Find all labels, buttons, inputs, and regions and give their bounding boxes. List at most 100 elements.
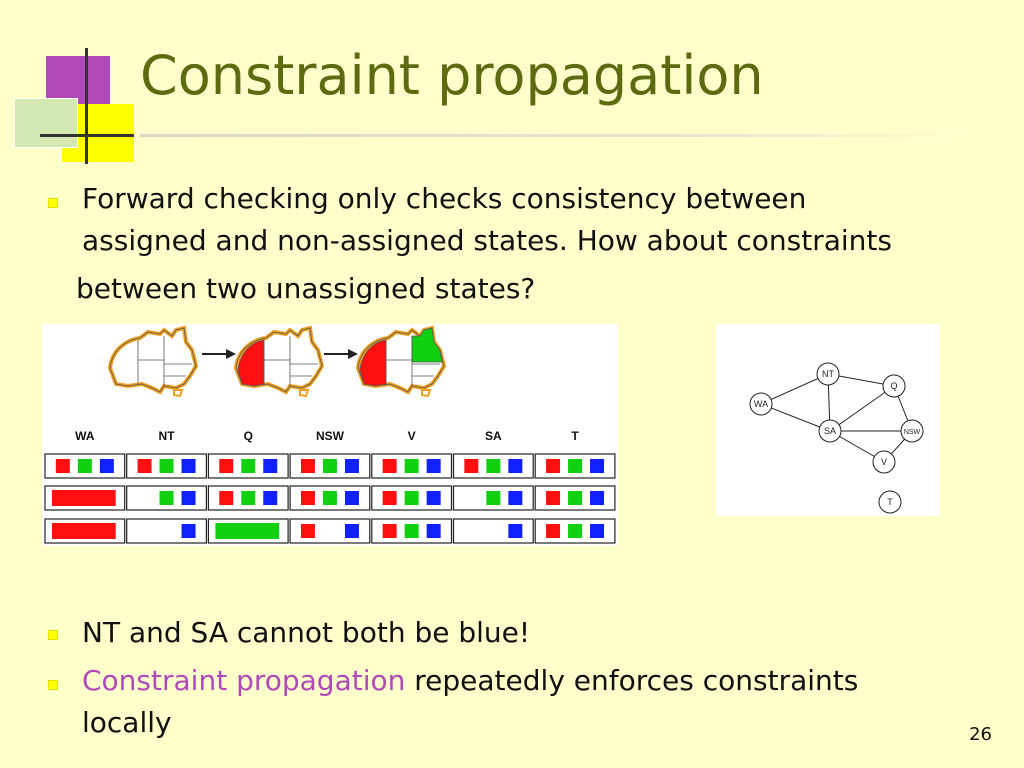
domain-value-square	[546, 524, 561, 538]
edge-wa-sa	[760, 403, 831, 432]
bullet-marker	[48, 198, 58, 208]
graph-node	[816, 362, 840, 386]
edge-q-sa	[829, 385, 895, 432]
domain-value-square	[344, 524, 359, 538]
domain-value-square	[181, 524, 196, 538]
column-header: V	[408, 429, 416, 443]
bullet-marker	[48, 680, 58, 690]
domain-value-square	[77, 459, 92, 473]
bullet-1-line-1: Forward checking only checks consistency…	[82, 182, 807, 215]
constraint-graph-figure: NT Q WA SA NSW V T	[716, 324, 940, 516]
domain-value-square	[55, 459, 70, 473]
column-header: SA	[485, 429, 502, 443]
bullet-1-line-3: between two unassigned states?	[76, 272, 536, 305]
graph-node-label: NSW	[904, 429, 921, 436]
domain-value-square	[263, 459, 278, 473]
domain-value-square	[344, 491, 359, 505]
domain-value-square	[404, 459, 419, 473]
arrowhead	[348, 349, 358, 359]
domain-table-svg: WA NT Q NSW V SA T	[44, 326, 616, 544]
domain-value-square	[568, 524, 583, 538]
australia-map	[356, 326, 446, 398]
domain-value-square	[426, 491, 441, 505]
australia-map	[234, 326, 324, 398]
domain-value-square	[464, 459, 479, 473]
domain-value-square	[219, 491, 234, 505]
domain-value-bar	[52, 523, 116, 539]
column-header: WA	[75, 429, 95, 443]
bullet-3-rest: repeatedly enforces constraints	[405, 664, 859, 697]
domain-value-square	[159, 459, 174, 473]
australia-map	[108, 326, 198, 398]
domain-value-square	[426, 524, 441, 538]
graph-node-label: SA	[824, 426, 836, 436]
deco-line-vertical	[85, 48, 88, 164]
domain-value-square	[181, 491, 196, 505]
bullet-2-text: NT and SA cannot both be blue!	[82, 616, 531, 649]
domain-value-square	[300, 459, 315, 473]
page-number: 26	[969, 724, 992, 745]
domain-value-square	[382, 459, 397, 473]
domain-value-square	[382, 491, 397, 505]
graph-node-label: T	[887, 497, 893, 507]
domain-value-square	[300, 524, 315, 538]
domain-value-square	[508, 524, 523, 538]
domain-value-bar	[215, 523, 280, 539]
domain-value-square	[590, 491, 605, 505]
domain-value-square	[181, 459, 196, 473]
deco-line-horizontal	[40, 134, 134, 137]
domain-value-square	[99, 459, 114, 473]
domain-value-square	[508, 491, 523, 505]
domain-value-square	[344, 459, 359, 473]
domain-value-square	[322, 459, 337, 473]
column-header: NT	[159, 429, 176, 443]
domain-value-square	[426, 459, 441, 473]
domain-value-square	[404, 524, 419, 538]
domain-value-square	[241, 459, 256, 473]
domain-value-square	[404, 491, 419, 505]
column-header: T	[571, 429, 579, 443]
domain-value-square	[382, 524, 397, 538]
deco-square-green	[14, 98, 78, 148]
edge-wa-nt	[760, 373, 829, 405]
domain-value-square	[546, 459, 561, 473]
domain-value-square	[486, 491, 501, 505]
arrowhead	[226, 349, 236, 359]
graph-node	[878, 490, 902, 514]
graph-node	[818, 419, 842, 443]
domain-value-square	[263, 491, 278, 505]
domain-value-square	[241, 491, 256, 505]
highlight-constraint-propagation: Constraint propagation	[82, 664, 406, 697]
domain-value-bar	[52, 490, 116, 506]
slide-title: Constraint propagation	[140, 44, 764, 107]
bullet-3-line-1: Constraint propagation repeatedly enforc…	[82, 660, 858, 702]
bullet-3-line-2: locally	[82, 706, 172, 739]
domain-value-square	[508, 459, 523, 473]
constraint-graph-svg: NT Q WA SA NSW V T	[749, 362, 924, 514]
domain-value-square	[568, 491, 583, 505]
domain-value-square	[568, 459, 583, 473]
domain-value-square	[322, 491, 337, 505]
domain-value-square	[486, 459, 501, 473]
graph-node-label: WA	[754, 399, 768, 409]
domain-value-square	[590, 524, 605, 538]
domain-value-square	[590, 459, 605, 473]
domain-value-square	[300, 491, 315, 505]
column-header: Q	[244, 429, 253, 443]
graph-node	[882, 374, 906, 398]
title-rule	[140, 134, 976, 137]
column-header: NSW	[316, 429, 345, 443]
forward-checking-figure: WA NT Q NSW V SA T	[42, 324, 618, 546]
bullet-marker	[48, 630, 58, 640]
graph-node	[749, 392, 773, 416]
bullet-1-line-2: assigned and non-assigned states. How ab…	[82, 224, 892, 257]
domain-value-square	[219, 459, 234, 473]
graph-node	[900, 419, 924, 443]
graph-node-label: NT	[822, 369, 834, 379]
domain-value-square	[546, 491, 561, 505]
graph-node	[872, 450, 896, 474]
graph-node-label: Q	[890, 381, 897, 391]
domain-value-square	[159, 491, 174, 505]
domain-value-square	[137, 459, 152, 473]
graph-node-label: V	[881, 457, 887, 467]
